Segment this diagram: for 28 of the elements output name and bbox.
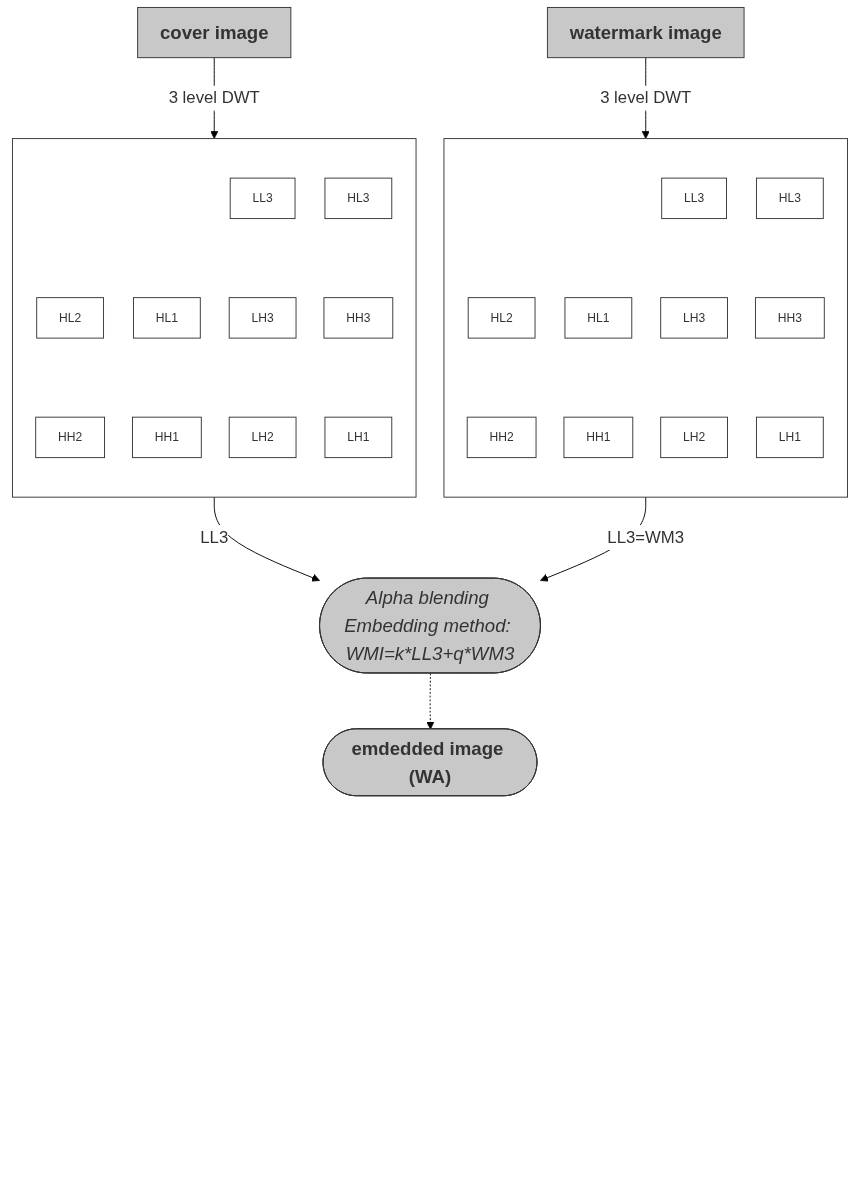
node-box: HL1 <box>133 297 201 339</box>
edge-label: LL3 <box>200 527 229 547</box>
node-box: HL3 <box>755 177 824 220</box>
node-box: HH1 <box>132 416 202 459</box>
node-box: HH2 <box>466 416 537 459</box>
node-box: LL3 <box>229 177 296 220</box>
cluster <box>12 138 417 498</box>
node-box: LH3 <box>228 297 297 339</box>
node-box: HL3 <box>324 177 393 220</box>
node-box: LH2 <box>228 416 297 459</box>
node-box: HL2 <box>467 297 536 339</box>
node-box: LL3 <box>661 177 727 220</box>
node-box: LH3 <box>660 297 728 339</box>
node-box: watermark image <box>546 6 745 59</box>
node-box: LH2 <box>660 416 728 459</box>
edge-label: 3 level DWT <box>600 88 692 107</box>
node-box: HH1 <box>563 416 634 459</box>
edge-label: 3 level DWT <box>168 88 260 107</box>
cluster <box>443 138 848 498</box>
node-box: LH1 <box>755 416 824 459</box>
node-box: cover image <box>137 6 292 59</box>
node-box: HH3 <box>323 297 394 339</box>
node-box: LH1 <box>324 416 393 459</box>
node-box: HL2 <box>36 297 104 339</box>
edge-label: LL3=WM3 <box>607 527 685 547</box>
node-box: HH3 <box>754 297 825 339</box>
node-box: HH2 <box>35 416 105 459</box>
node-box: HL1 <box>564 297 633 339</box>
